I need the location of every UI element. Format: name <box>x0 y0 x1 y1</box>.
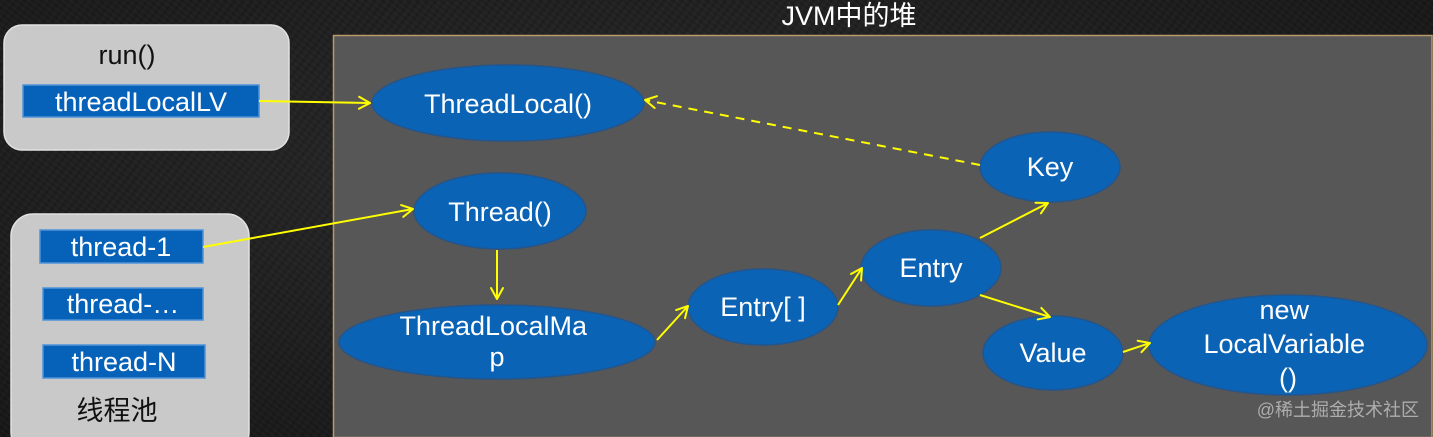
node-thread-local-map-line-1: ThreadLocalMa <box>399 311 588 341</box>
node-thread-local-map: ThreadLocalMa p <box>338 304 656 380</box>
arrow-key-to-thread-local <box>644 95 981 166</box>
node-key-label: Key <box>1027 152 1074 182</box>
node-key: Key <box>979 131 1121 203</box>
thread-n-box <box>42 344 206 379</box>
run-method-label: run() <box>98 40 155 70</box>
arrow-entry-array-to-entry <box>837 267 863 306</box>
node-local-variable-line-2: LocalVariable <box>1203 329 1365 359</box>
arrow-entry-to-key <box>979 201 1049 239</box>
arrow-entry-to-value <box>979 294 1051 321</box>
node-entry: Entry <box>860 229 1002 307</box>
node-value-ellipse <box>982 315 1124 391</box>
thread-pool-box <box>10 213 250 437</box>
arrow-local-var-to-thread-local <box>258 95 371 110</box>
watermark: @稀土掘金技术社区 <box>1257 400 1419 420</box>
arrow-thread-local-map-to-entry-array <box>656 305 689 341</box>
node-value: Value <box>982 315 1124 391</box>
node-entry-label: Entry <box>899 253 963 283</box>
local-var-box <box>22 84 260 118</box>
thread-ellipsis-label: thread-… <box>67 289 180 319</box>
thread-n-label: thread-N <box>71 347 176 377</box>
node-thread-local-map-label: ThreadLocalMa p <box>399 311 594 372</box>
thread-1-label: thread-1 <box>71 232 172 262</box>
node-thread-local-map-line-2: p <box>489 342 504 372</box>
thread-pool: thread-1 thread-… thread-N 线程池 <box>10 213 250 437</box>
run-frame: run() threadLocalLV <box>3 24 290 151</box>
heap-title: JVM中的堆 <box>782 1 917 31</box>
node-thread-local-label: ThreadLocal() <box>424 89 592 119</box>
node-thread-local-map-ellipse <box>338 304 656 380</box>
local-var-label: threadLocalLV <box>55 87 227 117</box>
node-local-variable: new LocalVariable () <box>1148 294 1428 396</box>
node-entry-array: Entry[ ] <box>687 268 839 346</box>
arrow-value-to-local-variable <box>1122 339 1151 354</box>
arrow-thread-1-to-thread <box>202 204 414 248</box>
node-local-variable-label: new LocalVariable () <box>1203 295 1372 393</box>
node-thread-local: ThreadLocal() <box>371 64 645 142</box>
node-local-variable-line-3: () <box>1279 363 1297 393</box>
node-value-label: Value <box>1019 338 1086 368</box>
node-local-variable-line-1: new <box>1259 295 1309 325</box>
node-entry-array-label: Entry[ ] <box>720 292 806 322</box>
node-key-ellipse <box>979 131 1121 203</box>
thread-pool-label: 线程池 <box>77 396 158 426</box>
node-thread-label: Thread() <box>448 197 552 227</box>
node-thread: Thread() <box>413 172 587 250</box>
thread-ellipsis-box <box>42 287 204 321</box>
node-thread-ellipse <box>413 172 587 250</box>
